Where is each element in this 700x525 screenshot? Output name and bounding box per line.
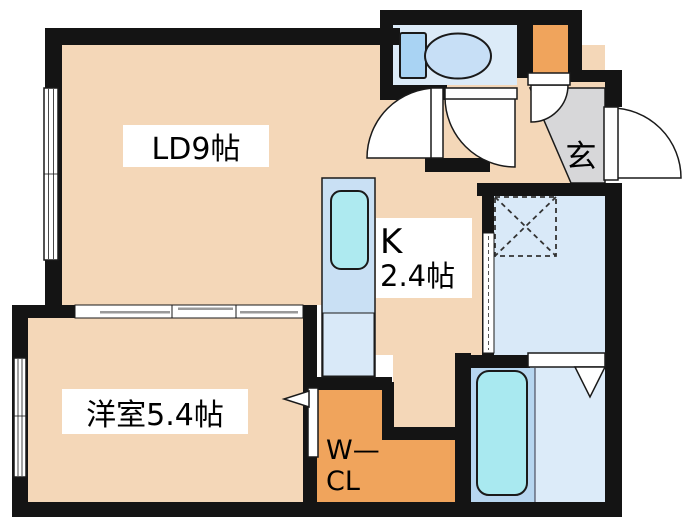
door-arrow-wcl	[281, 389, 310, 409]
label-kitchen: K 2.4帖	[376, 218, 472, 298]
kitchen-counter-lower	[322, 312, 375, 377]
wall-bath-top	[465, 355, 530, 368]
door-arc-storage	[530, 84, 569, 123]
washing-machine-space-icon	[494, 196, 557, 257]
door-bar-bathroom	[527, 352, 606, 368]
bathtub-icon	[476, 370, 528, 496]
door-arc-toilet	[444, 96, 516, 168]
wall-storage-right	[568, 10, 582, 82]
label-kitchen-k: K	[380, 221, 403, 262]
wall-wcl-top	[382, 427, 465, 440]
wall-step	[12, 305, 77, 318]
wall-wcl-right-upper	[382, 382, 394, 440]
toilet-icon	[399, 32, 492, 80]
floor-living-dining-bottom	[62, 183, 323, 305]
wall-entrance-right-upper	[605, 82, 622, 107]
wall-bottom	[12, 502, 622, 517]
wall-washroom-top	[477, 183, 622, 196]
wall-bath-left	[455, 353, 471, 512]
door-slide-wcl	[307, 387, 319, 458]
storage-closet	[533, 20, 568, 73]
floor-washroom	[494, 196, 605, 368]
floor-corridor-pocket	[393, 350, 455, 427]
label-western-room: 洋室5.4帖	[62, 389, 248, 434]
wall-toilet-left	[380, 10, 393, 100]
window-ld-left	[43, 87, 59, 261]
door-arc-entrance	[610, 107, 682, 179]
label-entrance: 玄	[565, 138, 597, 175]
floor-walk-in-closet-right	[382, 440, 455, 502]
wall-counter-bottom	[315, 377, 392, 390]
door-fold-indicator-bathroom	[573, 366, 607, 399]
floor-walk-in-closet-left	[317, 390, 383, 503]
label-walk-in-closet: W— CL	[326, 428, 396, 504]
kitchen-sink-icon	[330, 190, 369, 270]
door-leaf-storage	[527, 72, 571, 86]
door-leaf-ld	[430, 87, 444, 159]
label-wcl-line1: W—	[326, 434, 380, 466]
label-living-dining: LD9帖	[123, 125, 269, 167]
wall-right-lower	[605, 183, 622, 517]
window-western-left	[13, 357, 27, 478]
wall-top-ld	[48, 28, 400, 45]
sliding-partition-ld-western	[74, 304, 304, 319]
door-leaf-entrance	[603, 106, 619, 181]
wall-toilet-storage-divider	[517, 10, 533, 78]
door-arc-ld	[366, 87, 438, 159]
label-kitchen-size: 2.4帖	[380, 258, 456, 293]
wall-hall-stub	[425, 158, 490, 172]
label-wcl-line2: CL	[326, 466, 360, 497]
wall-top-toilet-block	[380, 10, 582, 25]
door-leaf-toilet	[444, 87, 518, 100]
